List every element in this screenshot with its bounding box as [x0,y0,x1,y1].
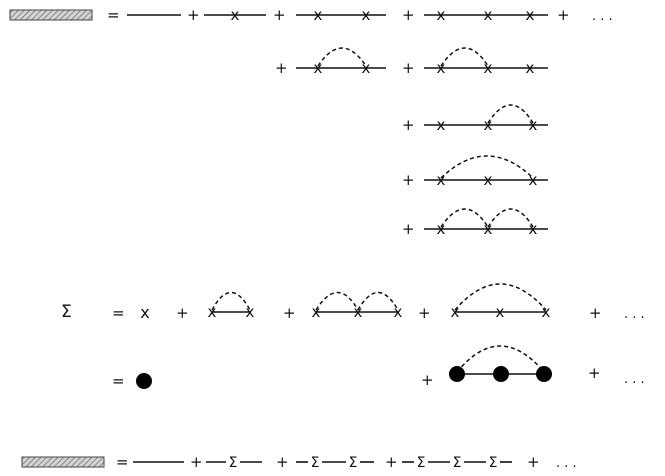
impurity-cross-icon: x [484,59,493,77]
impurity-cross-icon: x [140,303,149,322]
impurity-cross-icon: x [394,303,403,321]
row-self-energy-expansion: Σ = x + x x + x x x + x x x + . . . [61,283,645,322]
plus-sign: + [588,364,601,382]
impurity-pair-loop-term: x x [296,47,386,77]
one-sigma-term: Σ [206,455,262,471]
self-energy-double-loop-term: x x x [312,291,403,321]
equals-sign: = [116,453,129,471]
impurity-cross-icon: x [484,171,493,189]
impurity-cross-icon: x [362,6,371,24]
impurity-cross-icon: x [231,6,240,24]
equals-sign: = [112,304,125,322]
plus-sign: + [402,171,415,189]
impurity-cross-icon: x [526,6,535,24]
full-propagator-hatched-bar [9,9,93,21]
plus-sign: + [402,116,415,134]
impurity-cross-icon: x [496,303,505,321]
ellipsis: . . . [624,307,645,322]
impurity-cross-icon: x [246,303,255,321]
self-energy-sigma: Σ [417,455,426,471]
plus-sign: + [187,6,200,24]
plus-sign: + [385,453,398,471]
row-full-propagator-expansion: = + x + x x + x x x + . . . [9,6,613,24]
plus-sign: + [418,304,431,322]
equals-sign: = [112,372,125,390]
impurity-cross-icon: x [451,303,460,321]
row-crossed-pair-terms: + x x + x x x [275,47,548,77]
three-sigma-term: Σ Σ Σ [402,455,512,471]
impurity-cross-icon: x [437,220,446,238]
impurity-cross-icon: x [362,59,371,77]
impurity-cross-icon: x [437,6,446,24]
plus-sign: + [275,59,288,77]
two-sigma-term: Σ Σ [296,455,374,471]
one-impurity-term: x [204,6,266,24]
self-energy-sigma: Σ [311,455,320,471]
plus-sign: + [527,453,540,471]
ellipsis: . . . [556,456,577,471]
impurity-cross-icon: x [314,59,323,77]
dressed-vertex-dot-icon [536,366,552,382]
plus-sign: + [557,6,570,24]
self-energy-outer-loop-term: x x x [451,283,551,321]
impurity-cross-icon: x [437,59,446,77]
row-three-impurity-loop-right: + x x x [402,104,548,134]
dressed-three-vertex-term [449,345,552,382]
ellipsis: . . . [592,9,613,24]
impurity-cross-icon: x [314,6,323,24]
self-energy-sigma: Σ [229,455,238,471]
row-three-impurity-double-loop: + x x x [402,208,548,238]
three-impurity-loop-left-term: x x x [424,47,548,77]
self-energy-sigma: Σ [349,455,358,471]
impurity-cross-icon: x [529,220,538,238]
plus-sign: + [273,6,286,24]
plus-sign: + [402,6,415,24]
plus-sign: + [190,453,203,471]
plus-sign: + [176,304,189,322]
plus-sign: + [421,371,434,389]
row-three-impurity-outer-loop: + x x x [402,155,548,189]
row-dyson-series: = + Σ + Σ Σ + Σ Σ Σ + . . . [21,453,577,471]
self-energy-sigma: Σ [489,455,498,471]
plus-sign: + [589,304,602,322]
plus-sign: + [402,59,415,77]
impurity-cross-icon: x [437,171,446,189]
plus-sign: + [276,453,289,471]
self-energy-sigma: Σ [453,455,462,471]
impurity-cross-icon: x [526,59,535,77]
impurity-cross-icon: x [529,116,538,134]
two-impurity-term: x x [296,6,386,24]
impurity-cross-icon: x [542,303,551,321]
impurity-cross-icon: x [484,6,493,24]
self-energy-sigma: Σ [61,302,72,322]
plus-sign: + [283,304,296,322]
full-propagator-hatched-bar [21,456,105,468]
impurity-cross-icon: x [437,116,446,134]
impurity-cross-icon: x [312,303,321,321]
plus-sign: + [402,220,415,238]
impurity-cross-icon: x [484,116,493,134]
impurity-cross-icon: x [529,171,538,189]
three-impurity-term: x x x [424,6,548,24]
impurity-cross-icon: x [208,303,217,321]
row-dressed-vertex: = + + . . . [112,345,645,390]
dressed-vertex-dot-icon [493,366,509,382]
equals-sign: = [107,6,120,24]
dressed-vertex-dot-icon [449,366,465,382]
impurity-cross-icon: x [484,220,493,238]
ellipsis: . . . [624,372,645,387]
dressed-vertex-dot-icon [136,373,152,389]
self-energy-two-impurity-term: x x [208,291,255,321]
impurity-cross-icon: x [354,303,363,321]
